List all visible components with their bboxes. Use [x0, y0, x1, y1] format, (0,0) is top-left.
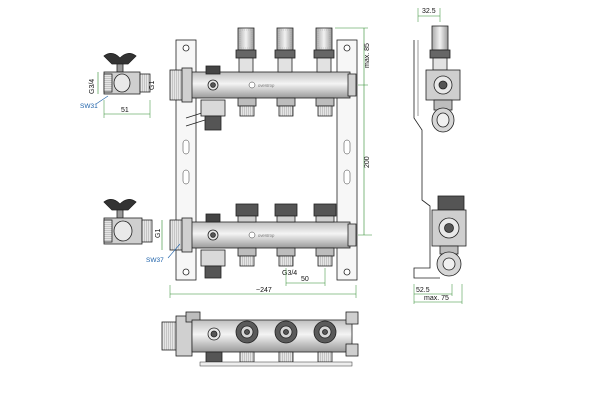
flowmeter [274, 27, 296, 73]
dim-max-height: max. 85 [364, 43, 371, 68]
flowmeter [313, 27, 335, 73]
mounting-bracket-right [336, 39, 358, 281]
dim-total-length: ~247 [256, 287, 272, 294]
top-view [161, 311, 359, 367]
dim-outlet-spacing: 50 [301, 276, 309, 283]
flowmeters-top [235, 27, 335, 73]
top-manifold-bar: oventrop [169, 65, 357, 131]
handwheel [313, 320, 337, 344]
side-view: 32.5 52.5 max. 75 [413, 8, 467, 304]
logo-text-bottom: oventrop [258, 233, 275, 238]
dim-width-top: 32.5 [422, 8, 436, 15]
handwheel [235, 320, 259, 344]
bottom-manifold-bar: oventrop [169, 213, 357, 279]
handwheel [274, 320, 298, 344]
dim-max-depth: max. 75 [424, 295, 449, 302]
dim-valve-thread-side: G1 [149, 81, 156, 90]
callout-sw37: SW37 [146, 257, 164, 264]
dim-vertical-spacing: 200 [364, 156, 371, 168]
dim-valve-length: 51 [121, 107, 129, 114]
dim-inlet-thread: G1 [155, 229, 162, 238]
flowmeter [235, 27, 257, 73]
dim-outlet-thread: G3/4 [282, 270, 297, 277]
dim-valve-thread-top: G3/4 [89, 79, 96, 94]
outlets-top [237, 97, 335, 117]
callout-sw31: SW31 [80, 103, 98, 110]
ball-valve-bottom [103, 199, 153, 245]
ball-valve-top: G3/4 G1 51 SW31 [80, 53, 156, 118]
outlets-bottom [237, 247, 335, 267]
front-view-dimensions: max. 85 200 G1 G3/4 50 ~247 [155, 27, 372, 298]
front-view: oventrop [146, 27, 372, 298]
logo-text-top: oventrop [258, 83, 275, 88]
dim-depth: 52.5 [416, 287, 430, 294]
valve-caps-bottom [235, 203, 337, 223]
